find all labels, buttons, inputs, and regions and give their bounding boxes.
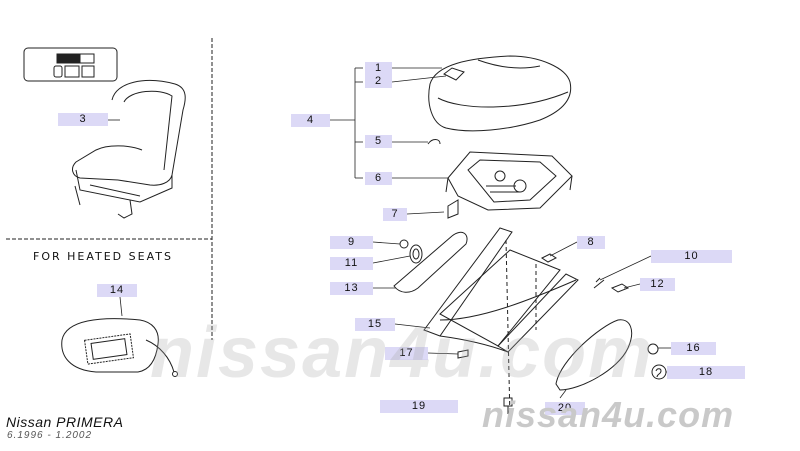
connector-drawing: [447, 199, 459, 219]
heated-seat-pad-drawing: [61, 318, 178, 377]
callout-16[interactable]: 16: [671, 342, 716, 355]
cap-nut-drawing: [399, 239, 409, 249]
clip-8-drawing: [541, 253, 557, 263]
clip-drawing: [427, 139, 441, 145]
clip-12-drawing: [610, 283, 630, 293]
callout-8[interactable]: 8: [577, 236, 605, 249]
callout-4[interactable]: 4: [291, 114, 330, 127]
watermark-faint: nissan4u.com: [150, 313, 655, 393]
knob-drawing: [409, 244, 423, 264]
callout-6[interactable]: 6: [365, 172, 392, 185]
seat-rail-drawing: [423, 227, 579, 421]
production-period: 6.1996 - 1.2002: [7, 430, 93, 441]
cushion-frame-drawing: [445, 151, 573, 211]
callout-7[interactable]: 7: [383, 208, 407, 221]
callout-14[interactable]: 14: [97, 284, 137, 297]
seat-location-icon: [23, 47, 118, 82]
callout-15[interactable]: 15: [355, 318, 395, 331]
cap-16-drawing: [647, 343, 659, 355]
callout-17[interactable]: 17: [385, 347, 428, 360]
callout-12[interactable]: 12: [640, 278, 675, 291]
callout-9[interactable]: 9: [330, 236, 373, 249]
callout-18[interactable]: 18: [667, 366, 745, 379]
callout-2[interactable]: 2: [365, 75, 392, 88]
left-bracket-drawing: [393, 231, 468, 293]
callout-3[interactable]: 3: [58, 113, 108, 126]
side-cover-drawing: [555, 319, 633, 391]
bolt-10-drawing: [593, 277, 605, 289]
model-name: Nissan PRIMERA: [6, 414, 124, 430]
callout-19[interactable]: 19: [380, 400, 458, 413]
callout-10[interactable]: 10: [651, 250, 732, 263]
complete-seat-drawing: [72, 80, 186, 219]
heated-seats-note: FOR HEATED SEATS: [33, 250, 173, 263]
callout-1[interactable]: 1: [365, 62, 392, 75]
callout-11[interactable]: 11: [330, 257, 373, 270]
callout-13[interactable]: 13: [330, 282, 373, 295]
bolt-17-drawing: [457, 349, 469, 359]
watermark: nissan4u.com: [482, 394, 735, 435]
leader-lines: [108, 67, 671, 399]
callout-5[interactable]: 5: [365, 135, 392, 148]
bolt-19-drawing: [503, 397, 513, 414]
seat-cushion-drawing: [428, 55, 572, 132]
callout-20[interactable]: 20: [545, 402, 585, 415]
